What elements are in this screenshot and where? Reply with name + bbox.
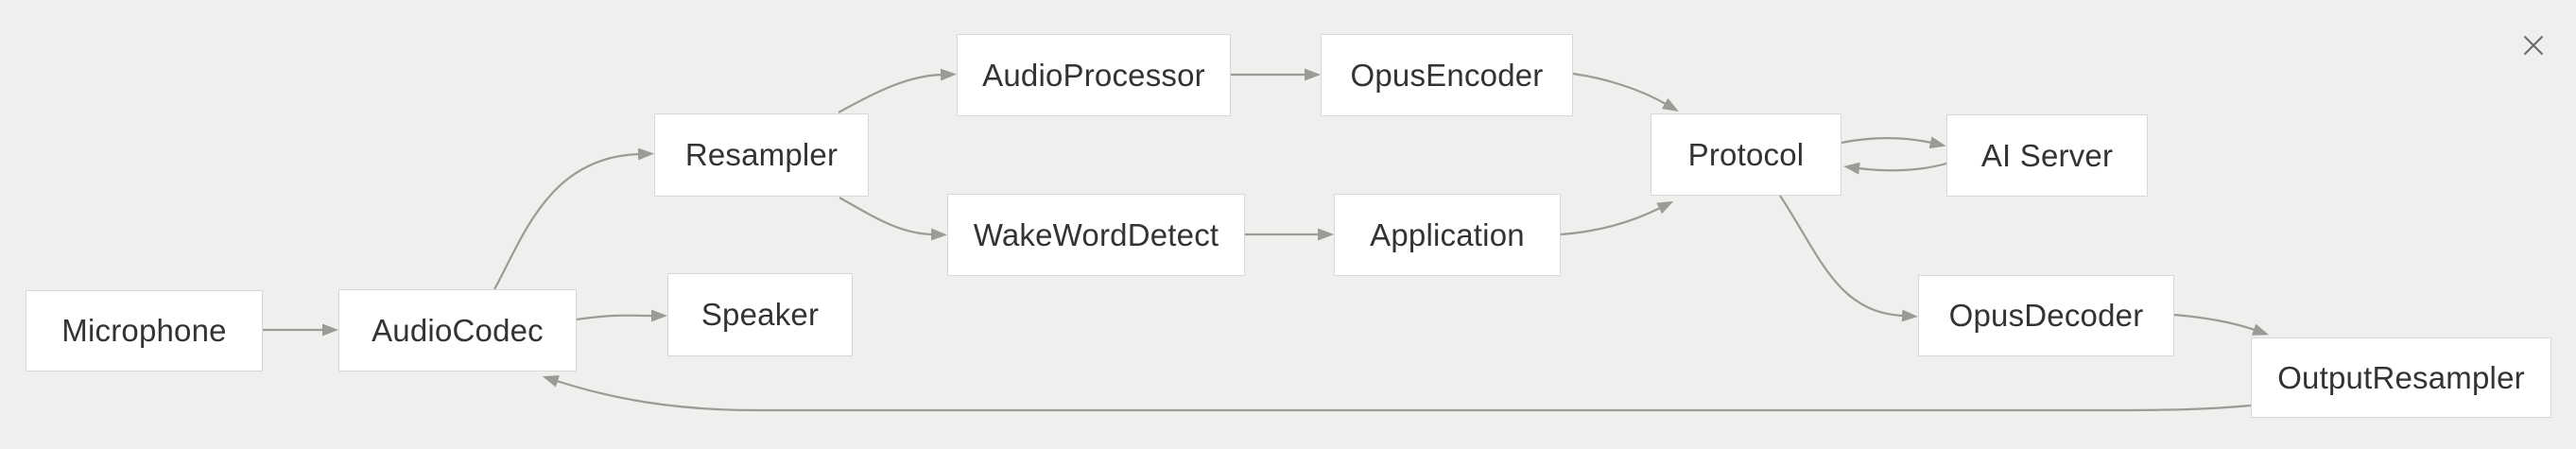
edge-resampler-audioprocessor [838, 68, 957, 113]
edge-opusdecoder-outputresampler [2173, 313, 2270, 336]
node-resampler: Resampler [654, 113, 869, 197]
node-audioprocessor: AudioProcessor [957, 34, 1231, 116]
node-audiocodec: AudioCodec [338, 289, 577, 371]
node-speaker: Speaker [667, 273, 853, 356]
edge-audiocodec-speaker [576, 309, 667, 322]
node-aiserver: AI Server [1946, 114, 2148, 197]
edge-application-protocol [1560, 200, 1674, 236]
close-button[interactable] [2513, 25, 2554, 66]
node-opusencoder: OpusEncoder [1321, 34, 1573, 116]
edge-protocol-aiserver [1841, 136, 1946, 149]
edge-opusencoder-protocol [1572, 72, 1679, 112]
node-protocol: Protocol [1651, 113, 1841, 196]
node-application: Application [1334, 194, 1561, 276]
node-opusdecoder: OpusDecoder [1918, 275, 2174, 356]
node-wakeworddetect: WakeWordDetect [947, 194, 1245, 276]
edge-resampler-wakeworddetect [838, 197, 947, 241]
close-icon [2523, 35, 2544, 56]
edge-outputresampler-audiocodec [542, 375, 2252, 412]
edge-audiocodec-resampler [493, 147, 654, 290]
node-microphone: Microphone [26, 290, 263, 371]
edge-protocol-opusdecoder [1779, 195, 1918, 322]
edge-aiserver-protocol [1843, 162, 1947, 175]
node-outputresampler: OutputResampler [2251, 337, 2551, 418]
